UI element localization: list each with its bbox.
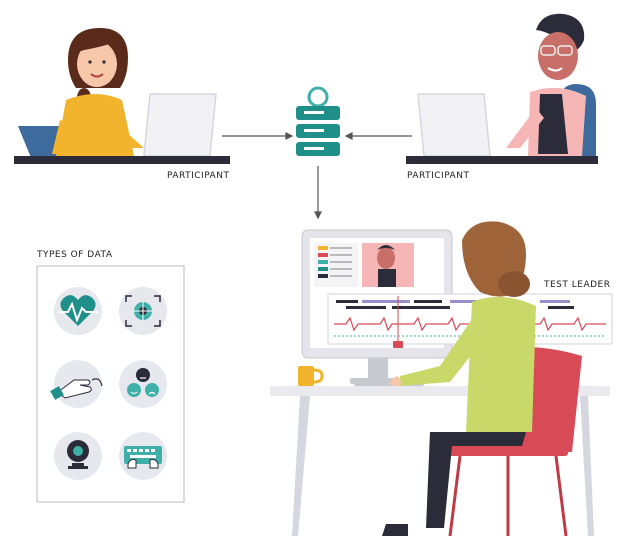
left-laptop <box>143 93 217 157</box>
emotion-faces-icon <box>119 360 167 408</box>
left-participant-face <box>77 41 117 87</box>
eye-tracking-icon <box>119 287 167 335</box>
webcam-icon <box>54 432 102 480</box>
keyboard-hands-icon <box>119 432 167 480</box>
hand-sensor-icon <box>50 360 103 408</box>
types-of-data-title: TYPES OF DATA <box>37 250 113 260</box>
participant-left-label: PARTICIPANT <box>167 171 230 181</box>
participant-right-label: PARTICIPANT <box>407 171 470 181</box>
playhead-marker <box>393 341 403 348</box>
test-leader-label: TEST LEADER <box>544 280 611 290</box>
server-ring <box>307 86 329 108</box>
left-desk <box>14 156 230 164</box>
right-participant-face <box>538 32 578 80</box>
right-laptop <box>417 93 491 157</box>
right-desk <box>406 156 598 164</box>
coffee-cup <box>298 366 324 386</box>
test-leader-shirt <box>466 296 536 432</box>
test-leader-legs <box>426 432 526 528</box>
types-of-data-panel <box>36 265 185 503</box>
left-participant-body <box>56 94 134 156</box>
test-leader-desk <box>270 386 610 396</box>
test-leader-workstation <box>270 221 613 536</box>
arrows <box>222 132 412 220</box>
participant-right-illustration <box>406 13 598 164</box>
heart-signal <box>334 316 606 332</box>
server-illustration <box>296 86 340 156</box>
participant-left-illustration <box>14 28 230 164</box>
test-leader-person <box>382 221 536 536</box>
heart-pulse-icon <box>54 287 102 335</box>
